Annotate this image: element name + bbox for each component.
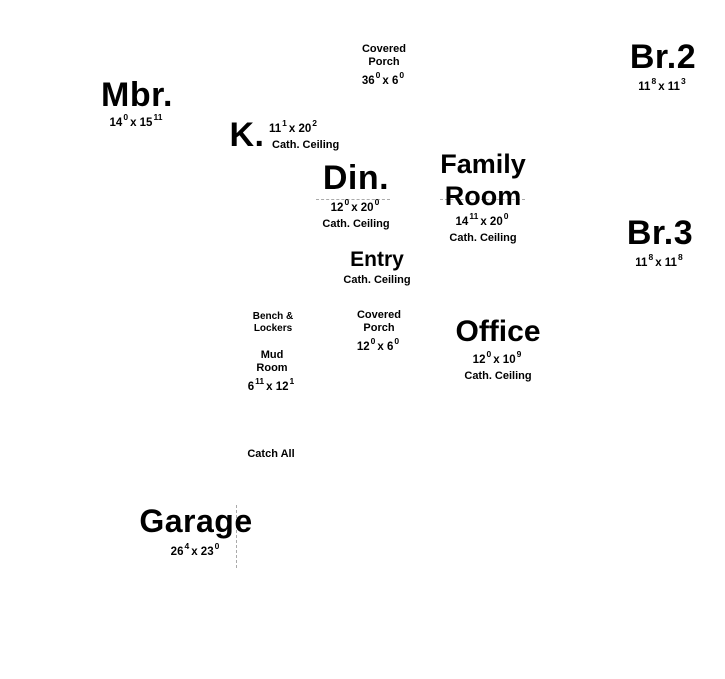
room-name: Bench & [252,311,294,322]
room-note: Cath. Ceiling [343,274,411,287]
room-name: Mbr. [101,76,173,114]
room-bench-lockers: Bench & Lockers [253,311,294,335]
room-name: Room [256,362,288,374]
room-name: Porch [368,56,400,68]
room-name: Office [455,315,541,348]
room-note: Cath. Ceiling [449,232,517,244]
room-name: Covered [356,309,402,321]
room-catch-all: Catch All [247,448,295,460]
room-note: Cath. Ceiling [322,218,390,231]
room-name: Garage [139,503,253,539]
room-kitchen-name: K. [229,116,265,154]
dashed-line [236,505,237,568]
room-name: Entry [350,248,404,271]
dashed-line [316,199,390,200]
dashed-line [440,199,525,200]
room-name: Din. [322,159,390,197]
room-entry: Entry Cath. Ceiling [343,248,410,287]
room-name: Br.2 [629,38,697,76]
room-name: Family [440,149,526,179]
room-name: Porch [363,322,395,334]
room-name: Br.3 [626,214,694,252]
room-name: Covered [361,43,407,55]
room-name: Lockers [253,323,293,334]
room-note: Cath. Ceiling [272,139,340,151]
room-name: Room [444,181,522,211]
room-note: Cath. Ceiling [464,369,532,382]
room-name: Mud [260,349,284,361]
